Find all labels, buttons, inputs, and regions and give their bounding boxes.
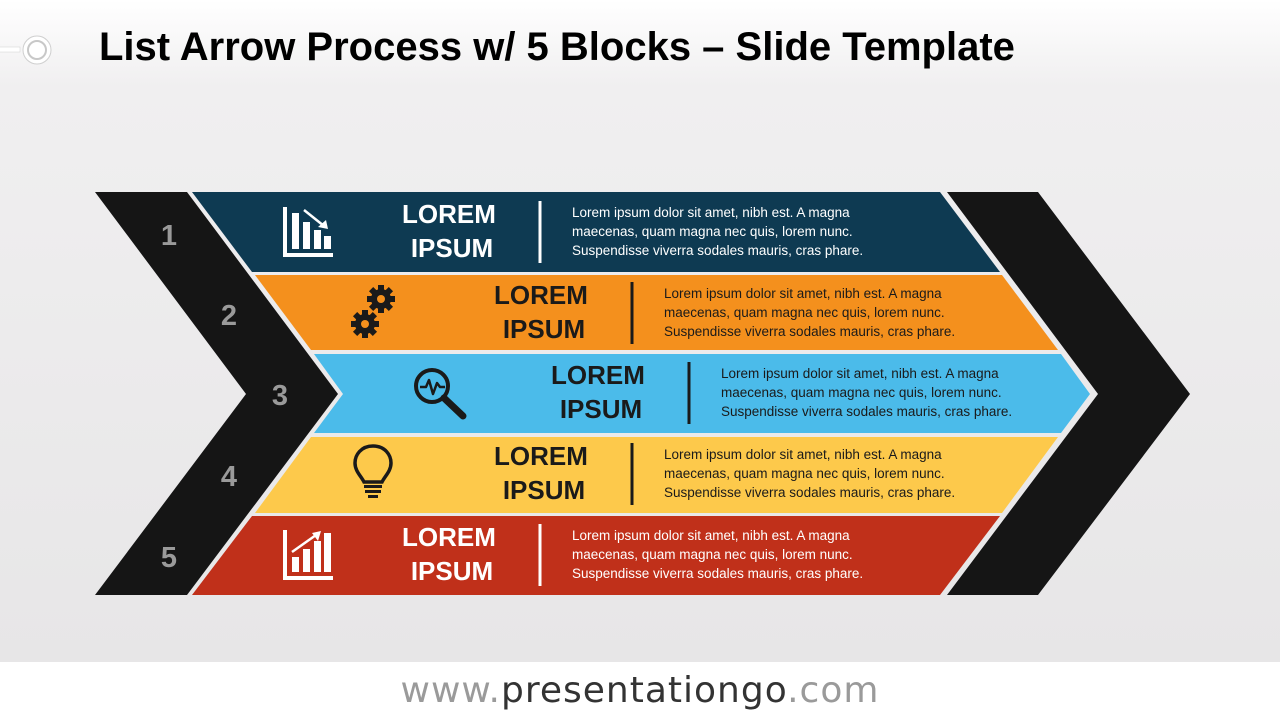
step-heading: IPSUM <box>503 314 585 344</box>
step-body: Lorem ipsum dolor sit amet, nibh est. A … <box>664 286 942 301</box>
step-body: Lorem ipsum dolor sit amet, nibh est. A … <box>572 528 850 543</box>
step-number: 4 <box>221 461 237 493</box>
step-heading: IPSUM <box>411 233 493 263</box>
step-band <box>255 437 1058 513</box>
step-band <box>255 275 1058 350</box>
step-body: Suspendisse viverra sodales mauris, cras… <box>572 566 863 581</box>
step-body: Suspendisse viverra sodales mauris, cras… <box>572 243 863 258</box>
step-number: 3 <box>272 380 288 412</box>
step-band <box>192 516 1000 595</box>
step-5 <box>192 516 1000 595</box>
step-body: Suspendisse viverra sodales mauris, cras… <box>721 404 1012 419</box>
step-body: Lorem ipsum dolor sit amet, nibh est. A … <box>664 447 942 462</box>
slide-pin-icon <box>0 35 52 65</box>
step-heading: LOREM <box>402 199 496 229</box>
lightbulb-icon <box>353 444 393 498</box>
step-body: Suspendisse viverra sodales mauris, cras… <box>664 324 955 339</box>
right-chevron <box>947 192 1190 595</box>
step-heading: LOREM <box>402 522 496 552</box>
magnifier-pulse-icon <box>414 368 467 420</box>
step-number: 1 <box>161 220 177 252</box>
step-body: Suspendisse viverra sodales mauris, cras… <box>664 485 955 500</box>
step-2 <box>255 275 1058 350</box>
footer-prefix: www. <box>400 670 501 711</box>
step-number: 2 <box>221 300 237 332</box>
step-heading: IPSUM <box>560 394 642 424</box>
step-body: Lorem ipsum dolor sit amet, nibh est. A … <box>572 205 850 220</box>
step-heading: IPSUM <box>411 556 493 586</box>
step-band <box>314 354 1090 433</box>
step-1 <box>192 192 1000 272</box>
left-chevron <box>95 192 338 595</box>
step-body: maecenas, quam magna nec quis, lorem nun… <box>721 385 1002 400</box>
step-heading: LOREM <box>494 280 588 310</box>
footer-url[interactable]: www.presentationgo.com <box>401 670 880 711</box>
step-body: maecenas, quam magna nec quis, lorem nun… <box>664 466 945 481</box>
footer-brand: presentationgo <box>501 670 788 711</box>
bar-chart-decreasing-icon <box>283 207 333 257</box>
step-heading: LOREM <box>494 441 588 471</box>
footer: www.presentationgo.com <box>0 662 1280 720</box>
step-body: maecenas, quam magna nec quis, lorem nun… <box>664 305 945 320</box>
step-body: Lorem ipsum dolor sit amet, nibh est. A … <box>721 366 999 381</box>
step-body: maecenas, quam magna nec quis, lorem nun… <box>572 224 853 239</box>
slide-title: List Arrow Process w/ 5 Blocks – Slide T… <box>99 25 1015 69</box>
gears-icon <box>351 285 395 338</box>
step-heading: LOREM <box>551 360 645 390</box>
step-3 <box>314 354 1090 433</box>
step-band <box>192 192 1000 272</box>
bar-chart-increasing-icon <box>283 530 333 580</box>
step-heading: IPSUM <box>503 475 585 505</box>
step-4 <box>255 437 1058 513</box>
step-body: maecenas, quam magna nec quis, lorem nun… <box>572 547 853 562</box>
step-number: 5 <box>161 542 177 574</box>
footer-suffix: .com <box>787 670 880 711</box>
